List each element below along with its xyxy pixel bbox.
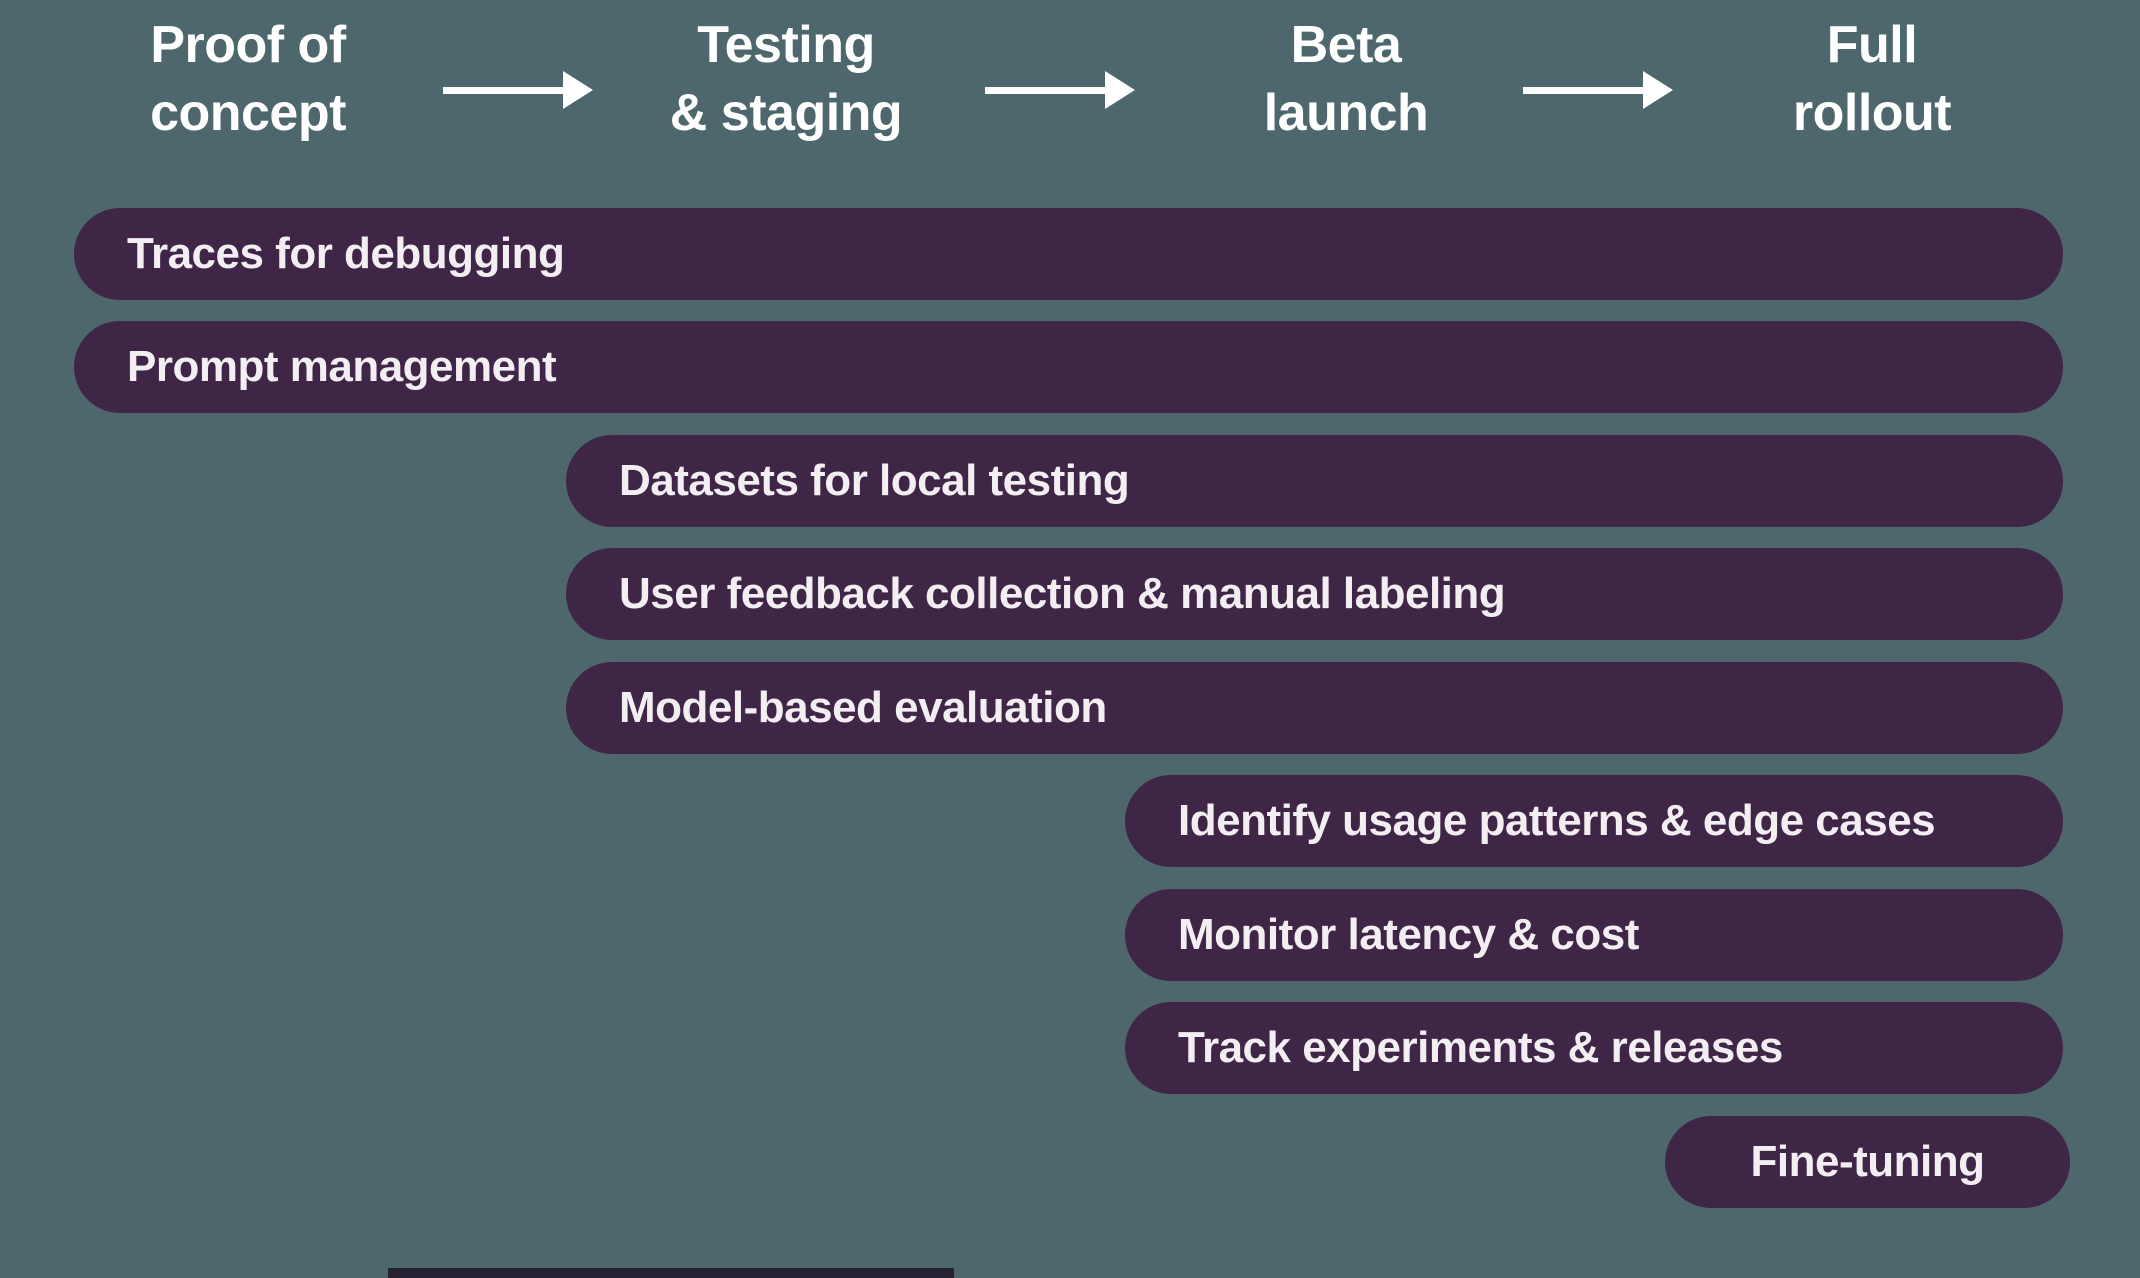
- roadmap-bar-1: Traces for debugging: [74, 208, 2063, 300]
- bar-label: Monitor latency & cost: [1178, 910, 1639, 959]
- flow-arrow-2: [985, 70, 1135, 110]
- stage-label-line: rollout: [1792, 83, 1952, 142]
- flow-arrow-3: [1523, 70, 1673, 110]
- stage-header-full-rollout: Full rollout: [1792, 12, 1952, 147]
- stage-header-proof-of-concept: Proof of concept: [150, 12, 346, 147]
- bar-label: Model-based evaluation: [619, 683, 1107, 732]
- bar-label: Identify usage patterns & edge cases: [1178, 796, 1936, 845]
- stage-label-line: concept: [150, 83, 346, 142]
- roadmap-bar-9: Fine-tuning: [1665, 1116, 2070, 1208]
- bar-label: User feedback collection & manual labeli…: [619, 569, 1506, 618]
- flow-arrow-1: [443, 70, 593, 110]
- stage-label-line: Full: [1826, 16, 1918, 74]
- bar-label: Fine-tuning: [1750, 1137, 1986, 1186]
- arrow-line: [443, 86, 563, 94]
- roadmap-bar-7: Monitor latency & cost: [1125, 889, 2063, 981]
- bar-label: Prompt management: [127, 342, 557, 391]
- roadmap-bar-8: Track experiments & releases: [1125, 1002, 2063, 1094]
- roadmap-bar-3: Datasets for local testing: [566, 435, 2063, 527]
- stage-label-line: Testing: [697, 16, 875, 74]
- roadmap-bar-6: Identify usage patterns & edge cases: [1125, 775, 2063, 867]
- bar-label: Track experiments & releases: [1178, 1023, 1783, 1072]
- stage-label-line: & staging: [669, 83, 903, 142]
- bottom-edge-bar: [388, 1268, 954, 1278]
- roadmap-bar-2: Prompt management: [74, 321, 2063, 413]
- arrow-head-icon: [1643, 71, 1673, 109]
- arrow-head-icon: [563, 71, 593, 109]
- bar-label: Traces for debugging: [127, 229, 565, 278]
- stage-header-beta-launch: Beta launch: [1264, 12, 1429, 147]
- arrow-line: [1523, 86, 1643, 94]
- bar-label: Datasets for local testing: [619, 456, 1130, 505]
- arrow-head-icon: [1105, 71, 1135, 109]
- stage-label-line: launch: [1263, 83, 1429, 142]
- arrow-line: [985, 86, 1105, 94]
- stage-label-line: Beta: [1290, 16, 1402, 74]
- stage-label-line: Proof of: [150, 16, 346, 74]
- roadmap-bar-5: Model-based evaluation: [566, 662, 2063, 754]
- roadmap-bar-4: User feedback collection & manual labeli…: [566, 548, 2063, 640]
- stage-header-testing-staging: Testing & staging: [669, 12, 903, 147]
